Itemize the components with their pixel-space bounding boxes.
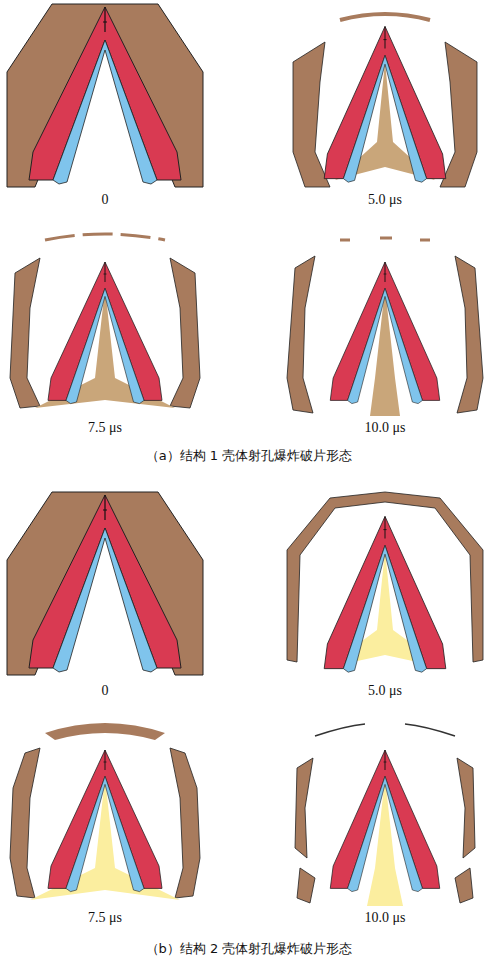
time-label: 10.0 μs	[365, 910, 406, 926]
time-label: 7.5 μs	[88, 420, 122, 436]
frame-a-0	[7, 4, 203, 187]
frame-b-10	[295, 724, 475, 906]
time-label: 5.0 μs	[368, 683, 402, 699]
time-label: 0	[102, 192, 109, 208]
frame-a-5	[293, 14, 477, 187]
frame-b-5	[287, 492, 483, 672]
time-label: 5.0 μs	[368, 192, 402, 208]
frame-b-7.5	[10, 723, 200, 900]
frame-b-0	[7, 492, 203, 675]
figure-caption: （b）结构 2 壳体射孔爆炸破片形态	[146, 940, 353, 958]
time-label: 10.0 μs	[365, 420, 406, 436]
time-label: 0	[102, 683, 109, 699]
frame-a-7.5	[10, 234, 200, 408]
figure-caption: （a）结构 1 壳体射孔爆炸破片形态	[146, 447, 353, 465]
time-label: 7.5 μs	[88, 910, 122, 926]
frame-a-10	[287, 238, 483, 416]
